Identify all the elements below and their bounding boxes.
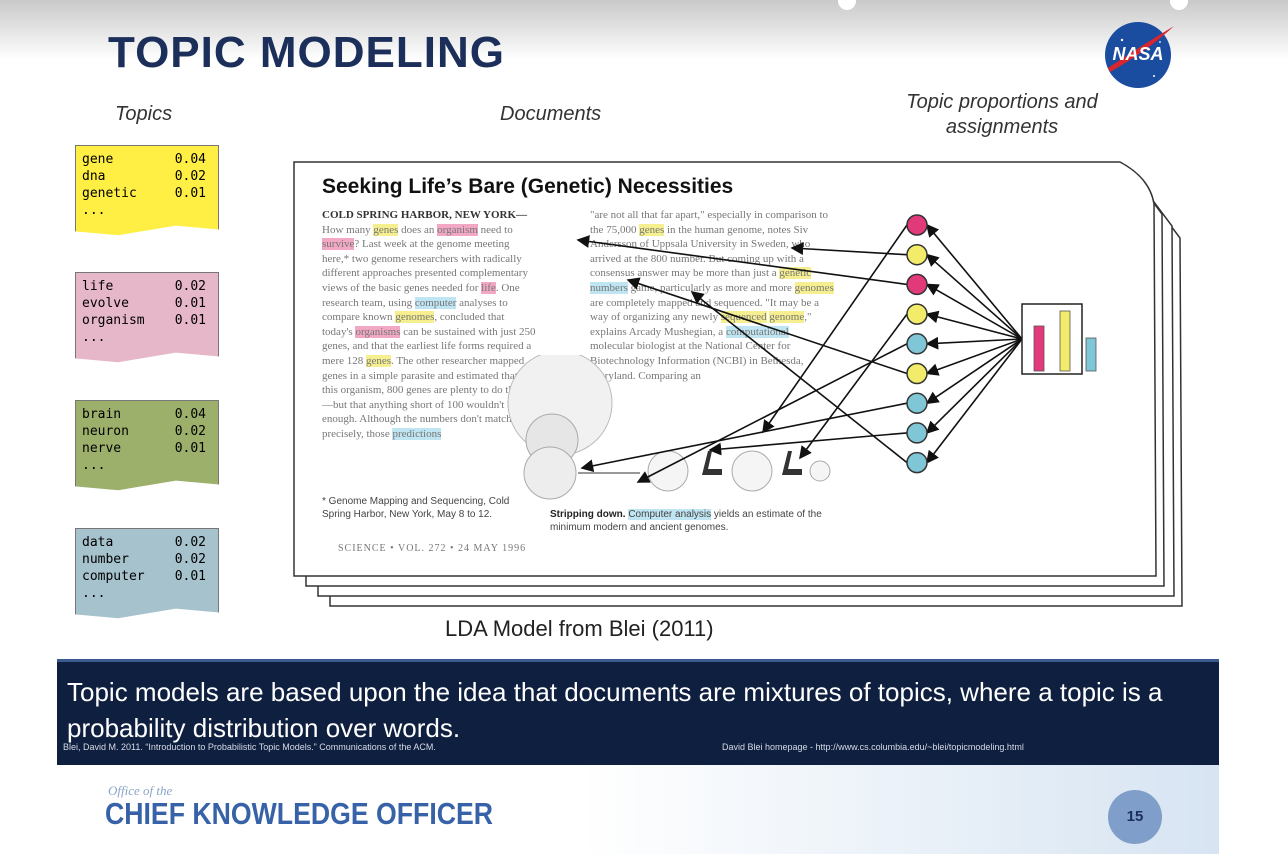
topic-word: evolve bbox=[82, 296, 129, 311]
topic-word: life bbox=[82, 279, 114, 294]
topic-word: organism bbox=[82, 313, 145, 328]
topic-prob: 0.01 bbox=[174, 313, 206, 328]
caption-highlight: Computer analysis bbox=[628, 509, 712, 520]
proportion-bar bbox=[1085, 337, 1097, 372]
genome-figure bbox=[507, 355, 831, 500]
documents-header: Documents bbox=[500, 103, 602, 125]
proportion-arrow bbox=[925, 223, 1023, 340]
topic-more: ... bbox=[82, 203, 106, 218]
caption-bold: Stripping down. bbox=[550, 509, 626, 520]
proportion-bar bbox=[1033, 325, 1045, 372]
proportions-header: Topic proportions and assignments bbox=[906, 91, 1098, 138]
assignment-arrow bbox=[790, 242, 908, 256]
assignment-arrow bbox=[626, 277, 908, 375]
topic-card: gene 0.04 dna 0.02 genetic 0.01 ... bbox=[75, 145, 219, 236]
topic-prob: 0.02 bbox=[174, 424, 206, 439]
svg-text:NASA: NASA bbox=[1112, 44, 1163, 64]
word-assignment-circle bbox=[906, 392, 928, 414]
proportion-arrow bbox=[925, 253, 1023, 340]
lda-caption: LDA Model from Blei (2011) bbox=[445, 616, 714, 641]
dateline: COLD SPRING HARBOR, NEW YORK— bbox=[322, 209, 528, 221]
topic-word: computer bbox=[82, 569, 145, 584]
office-of-label: Office of the bbox=[108, 783, 173, 798]
definition-text: Topic models are based upon the idea tha… bbox=[67, 677, 1163, 743]
topic-prob: 0.04 bbox=[174, 407, 206, 422]
topic-more: ... bbox=[82, 330, 106, 345]
assignment-arrows bbox=[576, 223, 1023, 483]
topic-card: brain 0.04 neuron 0.02 nerve 0.01 ... bbox=[75, 400, 219, 491]
citation-left: Blei, David M. 2011. “Introduction to Pr… bbox=[63, 742, 436, 752]
proportion-arrow bbox=[925, 338, 1023, 405]
assignment-arrow bbox=[576, 235, 908, 286]
proportion-bar bbox=[1059, 310, 1071, 372]
word-assignment-circle bbox=[906, 303, 928, 325]
topic-word: gene bbox=[82, 152, 114, 167]
topic-word: brain bbox=[82, 407, 122, 422]
topic-word: neuron bbox=[82, 424, 129, 439]
topic-prob: 0.02 bbox=[174, 169, 206, 184]
word-assignment-circle bbox=[906, 362, 928, 385]
topic-prob: 0.04 bbox=[174, 152, 206, 167]
blurred-text: How many genes does an organism need to … bbox=[322, 223, 536, 440]
assignment-diagram bbox=[576, 214, 1097, 483]
top-edge-dot bbox=[1170, 0, 1188, 10]
page-number: 15 bbox=[1108, 790, 1162, 844]
word-assignment-circle bbox=[906, 214, 928, 236]
top-edge-dot bbox=[838, 0, 856, 10]
assignment-arrow bbox=[799, 313, 908, 460]
word-assignment-circle bbox=[906, 273, 928, 296]
citation-right: David Blei homepage - http://www.cs.colu… bbox=[722, 742, 1024, 752]
proportion-arrow bbox=[925, 338, 1023, 376]
assignment-arrow bbox=[580, 402, 908, 473]
document-column-right: "are not all that far apart," especially… bbox=[590, 208, 835, 383]
figure-caption: Stripping down. Computer analysis yields… bbox=[550, 508, 830, 534]
topic-word: number bbox=[82, 552, 129, 567]
document-footnote: * Genome Mapping and Sequencing, Cold Sp… bbox=[322, 496, 510, 520]
journal-line: SCIENCE • VOL. 272 • 24 MAY 1996 bbox=[338, 543, 527, 554]
word-assignment-circle bbox=[906, 451, 928, 474]
topic-word: genetic bbox=[82, 186, 137, 201]
proportion-arrow bbox=[926, 338, 1023, 464]
caption-text: yields an estimate of the minimum modern… bbox=[550, 509, 822, 533]
assignment-arrow bbox=[636, 343, 908, 483]
topic-prob: 0.02 bbox=[174, 552, 206, 567]
word-assignment-circle bbox=[906, 422, 928, 444]
footer-band bbox=[57, 765, 1219, 854]
proportions-box bbox=[1021, 303, 1083, 375]
slide-title: TOPIC MODELING bbox=[108, 28, 505, 77]
definition-banner bbox=[57, 659, 1219, 766]
topic-word: data bbox=[82, 535, 114, 550]
topic-prob: 0.01 bbox=[174, 441, 206, 456]
topics-header: Topics bbox=[115, 103, 173, 125]
word-assignment-circle bbox=[906, 243, 928, 266]
nasa-logo: NASA bbox=[1105, 22, 1174, 88]
topic-card: data 0.02 number 0.02 computer 0.01 ... bbox=[75, 528, 219, 619]
blurred-text: "are not all that far apart," especially… bbox=[590, 209, 834, 382]
assignment-arrow bbox=[690, 291, 908, 464]
topic-more: ... bbox=[82, 458, 106, 473]
topic-more: ... bbox=[82, 586, 106, 601]
topic-prob: 0.01 bbox=[174, 569, 206, 584]
topic-prob: 0.02 bbox=[174, 279, 206, 294]
topic-prob: 0.01 bbox=[174, 296, 206, 311]
proportion-arrow bbox=[925, 338, 1023, 435]
document-stack bbox=[293, 161, 1183, 607]
topic-prob: 0.02 bbox=[174, 535, 206, 550]
word-assignment-circle bbox=[906, 333, 928, 355]
document-title: Seeking Life’s Bare (Genetic) Necessitie… bbox=[322, 175, 734, 198]
proportion-arrow bbox=[925, 283, 1023, 340]
assignment-arrow bbox=[762, 224, 908, 434]
proportion-arrow bbox=[925, 336, 1023, 350]
document-column-left: COLD SPRING HARBOR, NEW YORK— How many g… bbox=[322, 208, 537, 442]
topic-word: dna bbox=[82, 169, 106, 184]
topic-card: life 0.02 evolve 0.01 organism 0.01 ... bbox=[75, 272, 219, 363]
org-name: CHIEF KNOWLEDGE OFFICER bbox=[105, 796, 494, 831]
proportion-arrow bbox=[925, 310, 1023, 340]
topic-word: nerve bbox=[82, 441, 122, 456]
topic-prob: 0.01 bbox=[174, 186, 206, 201]
